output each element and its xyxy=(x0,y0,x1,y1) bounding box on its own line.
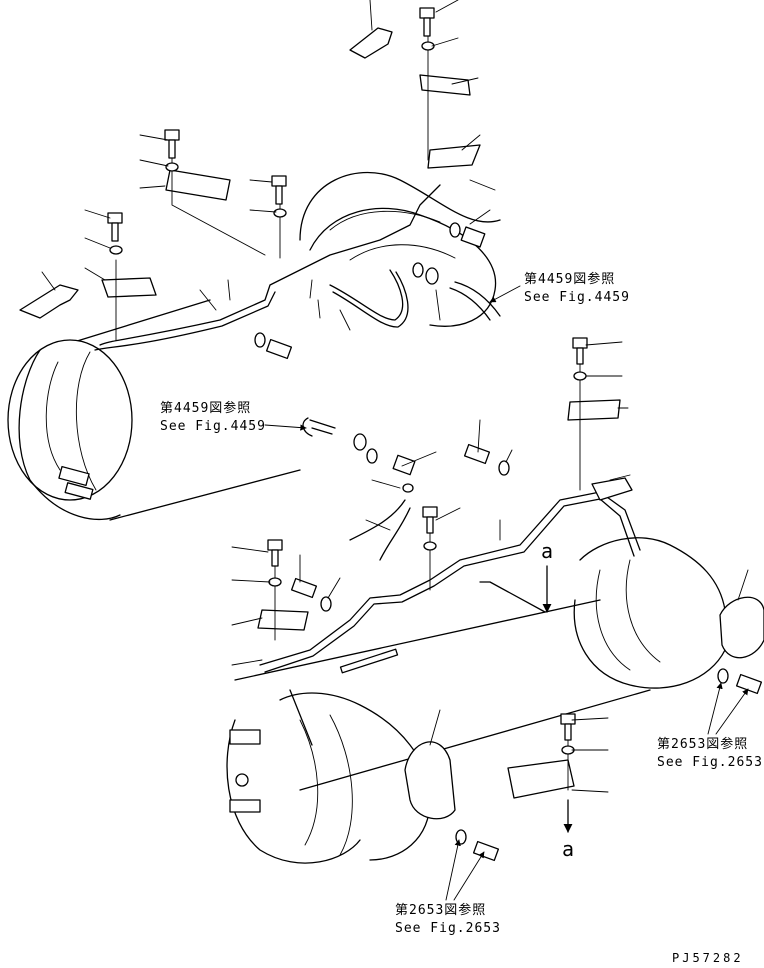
lower-right-hub xyxy=(573,537,726,689)
drawing-code: PJ57282 xyxy=(672,951,744,965)
upper-bolts xyxy=(107,7,486,360)
callout-middle-left: 第4459図参照 See Fig.4459 xyxy=(160,400,266,434)
upper-right-hub xyxy=(299,171,501,327)
callout-right: 第2653図参照 See Fig.2653 xyxy=(657,736,763,770)
upper-axle-assembly xyxy=(7,0,501,521)
upper-brake-hose xyxy=(329,269,404,321)
callout-middle-left-line2: See Fig.4459 xyxy=(160,419,266,434)
lower-bolts xyxy=(267,337,763,862)
lower-left-cover xyxy=(404,741,456,820)
upper-hook-plate-left xyxy=(19,284,79,319)
callout-top-right-line2: See Fig.4459 xyxy=(524,290,630,305)
callout-top-right-line1: 第4459図参照 xyxy=(524,271,615,287)
lower-washers xyxy=(268,371,729,845)
lower-pipe-drop xyxy=(289,689,313,746)
lower-axle-assembly xyxy=(226,337,764,864)
lower-right-cover xyxy=(719,596,764,659)
callout-right-line2: See Fig.2653 xyxy=(657,755,763,770)
upper-brake-pipe xyxy=(99,184,441,346)
callout-right-line1: 第2653図参照 xyxy=(657,736,748,752)
lower-bottom-bracket xyxy=(507,759,575,799)
upper-top-bracket xyxy=(419,74,471,96)
callout-middle-left-line1: 第4459図参照 xyxy=(160,400,251,416)
section-mark-upper: a xyxy=(541,539,553,563)
lower-axle-housing xyxy=(234,599,651,791)
upper-mid-bracket xyxy=(165,169,231,201)
lower-pipe-clamp xyxy=(591,477,633,501)
lower-left-hub xyxy=(226,692,431,864)
upper-left-bracket xyxy=(101,277,157,298)
lower-left-bracket xyxy=(257,609,309,631)
callout-top-right: 第4459図参照 See Fig.4459 xyxy=(524,271,630,305)
lower-brake-pipe xyxy=(259,491,641,666)
callout-bottom-line1: 第2653図参照 xyxy=(395,902,486,918)
lower-pipe-stub xyxy=(302,417,336,437)
upper-right-bracket xyxy=(427,144,481,169)
callout-arrows xyxy=(264,285,749,901)
upper-pipe-stub xyxy=(449,281,501,321)
upper-hook-plate-top xyxy=(349,27,393,59)
upper-left-hub xyxy=(7,339,133,521)
lower-brake-hose xyxy=(349,499,411,561)
lower-top-bracket xyxy=(567,399,621,421)
section-arrows xyxy=(542,565,573,833)
callout-bottom: 第2653図参照 See Fig.2653 xyxy=(395,902,501,936)
callout-bottom-line2: See Fig.2653 xyxy=(395,921,501,936)
section-mark-lower: a xyxy=(562,837,574,861)
upper-washers xyxy=(109,41,461,348)
